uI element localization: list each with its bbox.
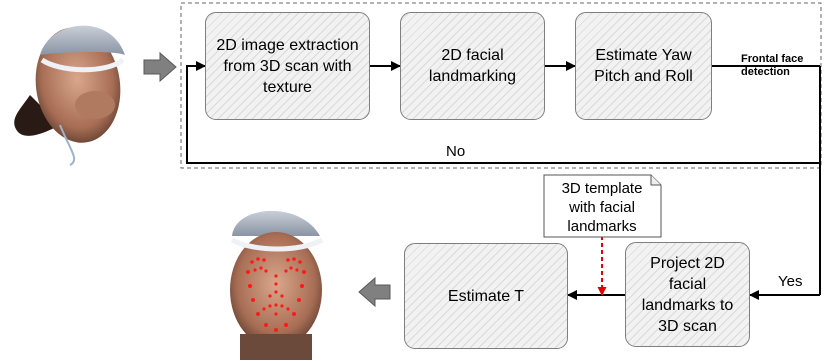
- no-loop-arrow: [186, 61, 820, 164]
- gray-arrow-right: [143, 51, 177, 83]
- yes-label: Yes: [778, 273, 803, 290]
- step-pose-box: Estimate Yaw Pitch and Roll: [575, 12, 712, 120]
- step-project-box: Project 2D facial landmarks to 3D scan: [625, 242, 750, 347]
- gray-arrow-left: [358, 276, 391, 308]
- frontal-face-detection-label: Frontal face detection: [741, 53, 804, 78]
- step-extract-box: 2D image extraction from 3D scan with te…: [205, 12, 370, 120]
- template-note-shape: [543, 174, 662, 238]
- output-head-scan: [230, 210, 324, 360]
- step-pose-label: Estimate Yaw Pitch and Roll: [594, 47, 693, 85]
- step-extract-label: 2D image extraction from 3D scan with te…: [216, 36, 359, 96]
- no-label: No: [446, 143, 466, 160]
- template-note-text: 3D template with facial landmarks: [561, 179, 643, 235]
- step-landmark-box: 2D facial landmarking: [400, 12, 545, 120]
- input-head-scan: [14, 25, 125, 166]
- step-estimate-t-label: Estimate T: [447, 287, 525, 305]
- step-estimate-t-box: Estimate T: [404, 243, 568, 349]
- step-project-label: Project 2D facial landmarks to 3D scan: [641, 254, 734, 335]
- step-landmark-label: 2D facial landmarking: [428, 47, 517, 85]
